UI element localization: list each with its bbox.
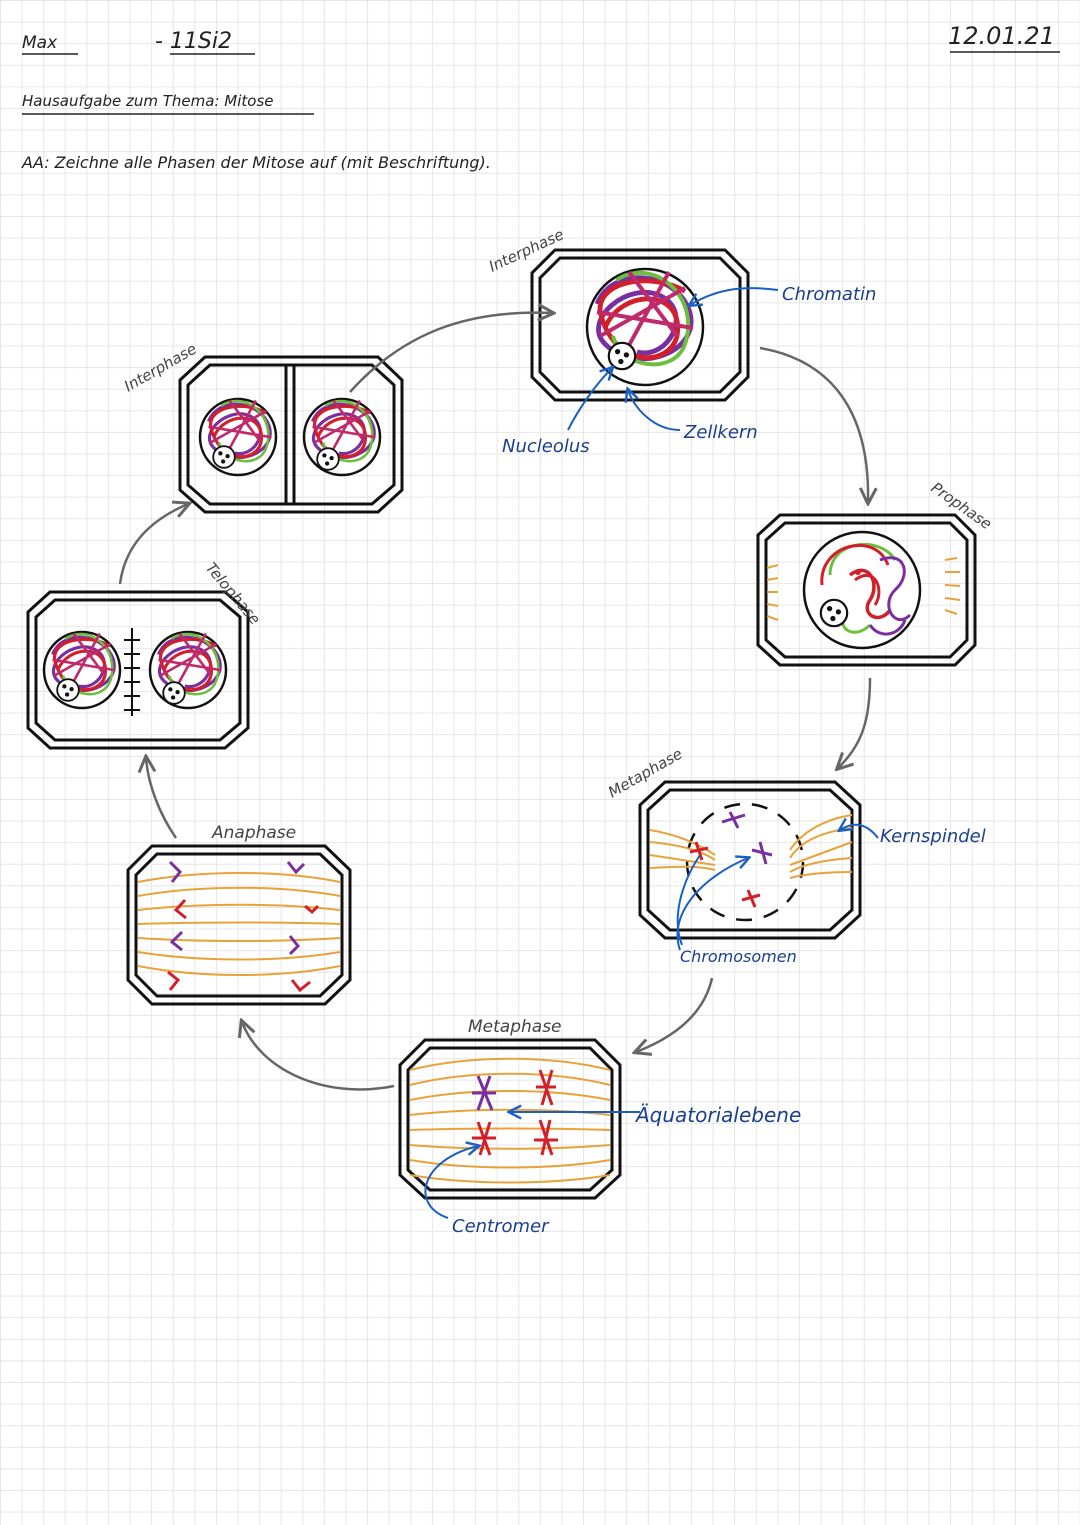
label-nucleolus: Nucleolus xyxy=(502,436,590,457)
label-chromosomen: Chromosomen xyxy=(680,947,797,966)
label-centromer: Centromer xyxy=(452,1216,550,1237)
arrow-interphase-top-to-prophase xyxy=(759,346,868,502)
cycle-arrows xyxy=(118,313,872,1091)
class-name: - 11Si2 xyxy=(155,29,232,54)
zellkern-pointer xyxy=(628,390,681,431)
arrow-interphase-left-to-top xyxy=(349,313,552,393)
student-name: Max xyxy=(22,33,58,53)
label-kernspindel: Kernspindel xyxy=(880,826,986,847)
label-zellkern: Zellkern xyxy=(683,422,758,443)
topic-title: Hausaufgabe zum Thema: Mitose xyxy=(22,92,274,110)
label-chromatin: Chromatin xyxy=(782,284,876,305)
kernspindel-pointer xyxy=(840,825,879,839)
label-telophase: Telophase xyxy=(202,559,264,628)
nucleolus-pointer xyxy=(567,368,612,431)
arrow-anaphase-to-telophase xyxy=(146,758,178,839)
chromosomen-pointer-2 xyxy=(676,854,701,946)
arrow-prophase-to-prometaphase xyxy=(838,677,872,768)
label-metaphase: Metaphase xyxy=(468,1017,562,1037)
label-prometaphase: Metaphase xyxy=(605,745,685,802)
arrow-prometaphase-to-metaphase xyxy=(636,977,714,1052)
date: 12.01.21 xyxy=(948,22,1055,50)
cell-prophase xyxy=(756,513,977,667)
cell-interphase-top xyxy=(530,248,750,402)
label-anaphase: Anaphase xyxy=(211,823,296,843)
label-prophase: Prophase xyxy=(928,479,995,534)
cell-anaphase xyxy=(126,844,352,1006)
cell-interphase-left xyxy=(178,355,404,514)
cell-prometaphase xyxy=(638,780,862,940)
cell-metaphase xyxy=(398,1038,622,1200)
task-text: AA: Zeichne alle Phasen der Mitose auf (… xyxy=(21,153,491,172)
arrow-metaphase-to-anaphase xyxy=(242,1022,395,1091)
centromer-pointer xyxy=(424,1146,478,1219)
arrow-telophase-to-interphase-left xyxy=(118,504,188,585)
label-aequatorialebene: Äquatorialebene xyxy=(634,1103,801,1127)
chromatin-pointer xyxy=(690,287,779,305)
cell-telophase xyxy=(26,590,250,750)
chromosomen-pointer xyxy=(676,858,748,951)
